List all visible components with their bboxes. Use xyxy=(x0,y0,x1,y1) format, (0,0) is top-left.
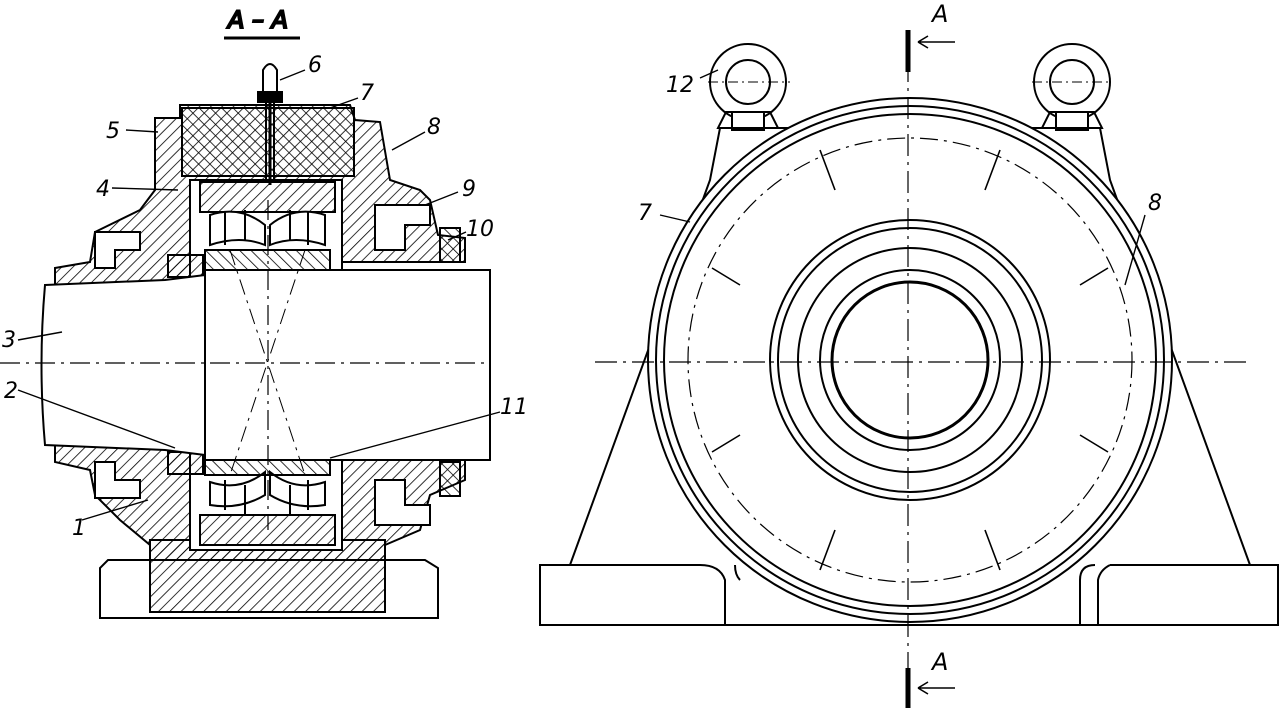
contact-line-a xyxy=(229,249,306,476)
leader-4 xyxy=(111,187,179,191)
leader-8 xyxy=(391,131,426,151)
callout-front-7: 7 xyxy=(638,201,652,226)
adapter-sleeve-bottom xyxy=(167,451,204,475)
front-view xyxy=(539,30,1279,708)
leader-3 xyxy=(17,331,63,341)
callout-9: 9 xyxy=(462,177,476,202)
outer-ring-3 xyxy=(663,113,1157,607)
rollers-bottom xyxy=(209,469,326,515)
outer-ring-2 xyxy=(655,105,1165,615)
outer-ring-1 xyxy=(647,97,1173,623)
base-fillet-left xyxy=(699,564,726,625)
callout-4: 4 xyxy=(96,177,110,202)
bore-ring-inner xyxy=(830,280,990,440)
callout-11: 11 xyxy=(500,395,528,420)
leader-5 xyxy=(125,129,159,133)
callout-12: 12 xyxy=(666,73,694,98)
callout-7: 7 xyxy=(360,81,374,106)
seal-ring-3 xyxy=(797,247,1023,473)
callout-1: 1 xyxy=(72,516,86,541)
leader-front-7 xyxy=(659,214,691,223)
eye-bolt-left xyxy=(709,43,787,131)
callout-front-8: 8 xyxy=(1148,191,1162,216)
eye-bolt-right xyxy=(1033,43,1111,131)
grease-nipple xyxy=(257,63,283,185)
seal-left xyxy=(94,231,141,499)
leader-7 xyxy=(329,97,359,109)
seal-right xyxy=(374,204,461,526)
base-fillet-right-2 xyxy=(1097,564,1111,625)
contact-line-b xyxy=(229,249,306,476)
section-arrow-bottom xyxy=(917,681,955,695)
leader-1 xyxy=(81,499,149,521)
callout-5: 5 xyxy=(106,119,120,144)
leader-10 xyxy=(447,231,467,241)
callout-6: 6 xyxy=(308,53,322,78)
seal-ring-1 xyxy=(769,219,1051,501)
rollers-top xyxy=(209,210,326,247)
base-fillet-right xyxy=(1079,564,1096,625)
leader-front-8 xyxy=(1124,214,1146,286)
cap-top-block xyxy=(181,107,355,177)
section-view: A – A xyxy=(0,5,491,619)
leader-2 xyxy=(17,389,176,449)
bolt-circle xyxy=(687,137,1133,583)
section-mark-bottom: A xyxy=(930,648,948,676)
bore-ring-outer xyxy=(819,269,1001,451)
section-callouts: 1 2 3 4 5 6 7 8 9 10 11 xyxy=(2,53,528,541)
base-fillet-left-2 xyxy=(734,564,741,581)
section-arrow-top xyxy=(917,35,955,49)
seal-ring-2 xyxy=(777,227,1043,493)
section-mark-top: A xyxy=(930,0,948,28)
callout-8: 8 xyxy=(427,115,441,140)
leader-11 xyxy=(329,411,501,459)
radial-ticks xyxy=(711,149,1109,571)
leader-6 xyxy=(279,69,306,81)
adapter-sleeve-top xyxy=(167,254,204,278)
leader-9 xyxy=(424,191,459,206)
callout-2: 2 xyxy=(4,379,18,404)
shaft-right xyxy=(204,269,491,461)
shaft xyxy=(40,273,206,457)
callout-10: 10 xyxy=(466,217,494,242)
section-title: A – A xyxy=(226,6,288,34)
callout-3: 3 xyxy=(2,328,16,353)
leader-12 xyxy=(699,69,719,79)
